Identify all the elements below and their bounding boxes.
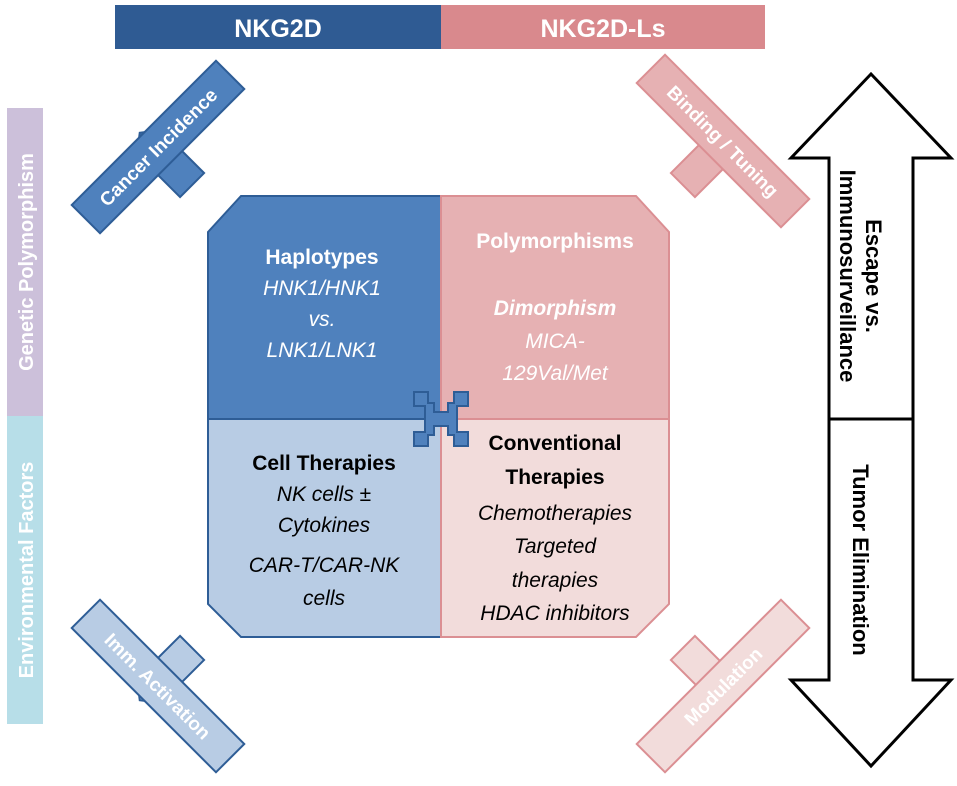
side-bar-environmental-label: Environmental Factors xyxy=(16,462,38,679)
polymorphism-line-1: MICA- xyxy=(525,330,585,353)
escape-line-1: Escape vs. xyxy=(861,219,886,333)
escape-line-2: Immunosurveillance xyxy=(835,170,860,383)
haplotype-line-3: LNK1/LNK1 xyxy=(267,339,378,362)
header-nkg2d-ls-label: NKG2D-Ls xyxy=(540,15,665,43)
quadrant-bottom-left xyxy=(207,418,442,638)
label-modulation: Modulation xyxy=(635,598,811,774)
quadrant-top-right xyxy=(440,195,670,420)
conventional-line-3: therapies xyxy=(512,569,599,592)
label-cancer-incidence-text: Cancer Incidence xyxy=(96,85,222,211)
label-imm-activation: Imm. Activation xyxy=(70,598,246,774)
conventional-title-line-1: Conventional xyxy=(488,432,621,455)
conventional-line-4: HDAC inhibitors xyxy=(480,602,630,625)
label-cancer-incidence: Cancer Incidence xyxy=(70,59,246,235)
label-binding-tuning: Binding / Tuning xyxy=(635,53,811,229)
conventional-title-line-2: Therapies xyxy=(505,466,604,489)
polymorphisms-title: Polymorphisms xyxy=(476,230,634,253)
quadrant-top-right-text: Polymorphisms Dimorphism MICA- 129Val/Me… xyxy=(476,230,634,385)
cell-therapies-title: Cell Therapies xyxy=(252,452,396,475)
header-nkg2d-label: NKG2D xyxy=(234,15,322,43)
tumor-elimination-label: Tumor Elimination xyxy=(848,464,873,655)
haplotypes-title: Haplotypes xyxy=(265,246,378,269)
quadrant-top-left-text: Haplotypes HNK1/HNK1 vs. LNK1/LNK1 xyxy=(263,246,381,362)
cell-therapies-line-1: NK cells ± xyxy=(277,483,371,506)
polymorphism-line-2: 129Val/Met xyxy=(502,362,609,385)
label-binding-tuning-text: Binding / Tuning xyxy=(662,82,782,202)
quadrant-bottom-right-text: Conventional Therapies Chemotherapies Ta… xyxy=(478,432,633,625)
haplotype-line-1: HNK1/HNK1 xyxy=(263,277,381,300)
conventional-line-2: Targeted xyxy=(514,535,597,558)
side-bar-environmental: Environmental Factors xyxy=(7,416,43,724)
side-bar-genetic-label: Genetic Polymorphism xyxy=(16,153,38,371)
header-nkg2d-ls: NKG2D-Ls xyxy=(441,5,765,49)
cell-therapies-line-4: cells xyxy=(303,587,346,610)
dimorphism-subtitle: Dimorphism xyxy=(494,297,617,320)
center-four-way-arrow-icon xyxy=(413,391,469,447)
cell-therapies-line-3: CAR-T/CAR-NK xyxy=(249,554,400,577)
label-imm-activation-text: Imm. Activation xyxy=(100,630,214,744)
double-arrow-right: Escape vs. Immunosurveillance Tumor Elim… xyxy=(787,71,955,769)
conventional-line-1: Chemotherapies xyxy=(478,502,633,525)
haplotype-line-2: vs. xyxy=(309,308,336,331)
quadrant-bottom-left-text: Cell Therapies NK cells ± Cytokines CAR-… xyxy=(249,452,400,610)
quadrant-bottom-right xyxy=(440,418,670,638)
cell-therapies-line-2: Cytokines xyxy=(278,514,371,537)
side-bar-genetic: Genetic Polymorphism xyxy=(7,108,43,416)
header-nkg2d: NKG2D xyxy=(115,5,441,49)
